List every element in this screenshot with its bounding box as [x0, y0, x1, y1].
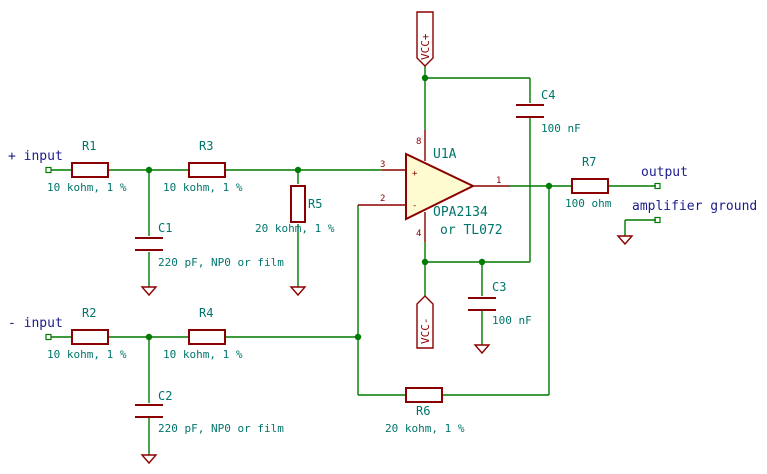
u1a-alt-value: or TL072	[440, 223, 503, 238]
ground-symbol-c1	[140, 286, 158, 297]
r3-value: 10 kohm, 1 %	[163, 181, 243, 194]
wires	[51, 66, 656, 455]
u1a-ref: U1A	[433, 147, 457, 162]
minus-input-label: - input	[8, 316, 63, 331]
r4-ref: R4	[199, 306, 213, 320]
junction-inv	[354, 333, 362, 341]
resistor-r1	[71, 162, 109, 178]
c4-ref: C4	[541, 88, 555, 102]
pin-3-label: 3	[380, 160, 385, 170]
r5-ref: R5	[308, 197, 322, 211]
c2-ref: C2	[158, 389, 172, 403]
pin-8-label: 8	[416, 137, 421, 147]
output-terminal	[654, 182, 661, 190]
junction-vccp	[421, 74, 429, 82]
junction-c3	[478, 258, 486, 266]
resistor-r4	[188, 329, 226, 345]
ground-symbol-amp	[616, 235, 634, 246]
terminals	[45, 166, 661, 341]
c3-value: 100 nF	[492, 314, 532, 327]
plus-input-terminal	[45, 166, 52, 174]
capacitor-c4	[516, 104, 544, 118]
amplifier-ground-label: amplifier ground	[632, 199, 757, 214]
ground-symbol-c3	[473, 344, 491, 355]
r2-ref: R2	[82, 306, 96, 320]
junction-c1	[145, 166, 153, 174]
pin-4-label: 4	[416, 229, 421, 239]
resistor-r5	[290, 185, 306, 223]
r3-ref: R3	[199, 139, 213, 153]
r1-ref: R1	[82, 139, 96, 153]
r4-value: 10 kohm, 1 %	[163, 348, 243, 361]
vcc-plus-label: VCC+	[419, 33, 432, 60]
c1-ref: C1	[158, 221, 172, 235]
junction-vccm	[421, 258, 429, 266]
plus-input-label: + input	[8, 149, 63, 164]
junction-output	[545, 182, 553, 190]
pin-2-label: 2	[380, 194, 385, 204]
output-label: output	[641, 165, 688, 180]
u1a-value: OPA2134	[433, 205, 488, 220]
r7-value: 100 ohm	[565, 197, 612, 210]
ground-terminal	[654, 216, 661, 224]
ground-symbol-r5	[289, 286, 307, 297]
r6-ref: R6	[416, 404, 430, 418]
r6-value: 20 kohm, 1 %	[385, 422, 465, 435]
junction-c2	[145, 333, 153, 341]
capacitor-c2	[135, 404, 163, 418]
vcc-plus-flag: VCC+	[416, 11, 434, 67]
c2-value: 220 pF, NP0 or film	[158, 422, 284, 435]
r5-value: 20 kohm, 1 %	[255, 222, 335, 235]
minus-input-terminal	[45, 333, 52, 341]
c4-value: 100 nF	[541, 122, 581, 135]
junction-dots	[145, 74, 553, 341]
pin-1-label: 1	[496, 176, 501, 186]
opamp-plus-sign: +	[412, 169, 418, 179]
c3-ref: C3	[492, 280, 506, 294]
r1-value: 10 kohm, 1 %	[47, 181, 127, 194]
vcc-minus-flag: VCC-	[416, 295, 434, 349]
c1-value: 220 pF, NP0 or film	[158, 256, 284, 269]
resistor-r6	[405, 387, 443, 403]
ground-symbol-c2	[140, 454, 158, 465]
junction-r5	[294, 166, 302, 174]
resistor-r7	[571, 178, 609, 194]
r7-ref: R7	[582, 155, 596, 169]
opamp-minus-sign: -	[412, 201, 417, 211]
opamp-u1a: + - 3 2 1 8 4 U1A OPA2134 or TL072	[358, 130, 510, 242]
vcc-minus-label: VCC-	[419, 318, 432, 345]
r2-value: 10 kohm, 1 %	[47, 348, 127, 361]
capacitor-c3	[468, 297, 496, 311]
resistor-r3	[188, 162, 226, 178]
capacitor-c1	[135, 237, 163, 251]
resistor-r2	[71, 329, 109, 345]
